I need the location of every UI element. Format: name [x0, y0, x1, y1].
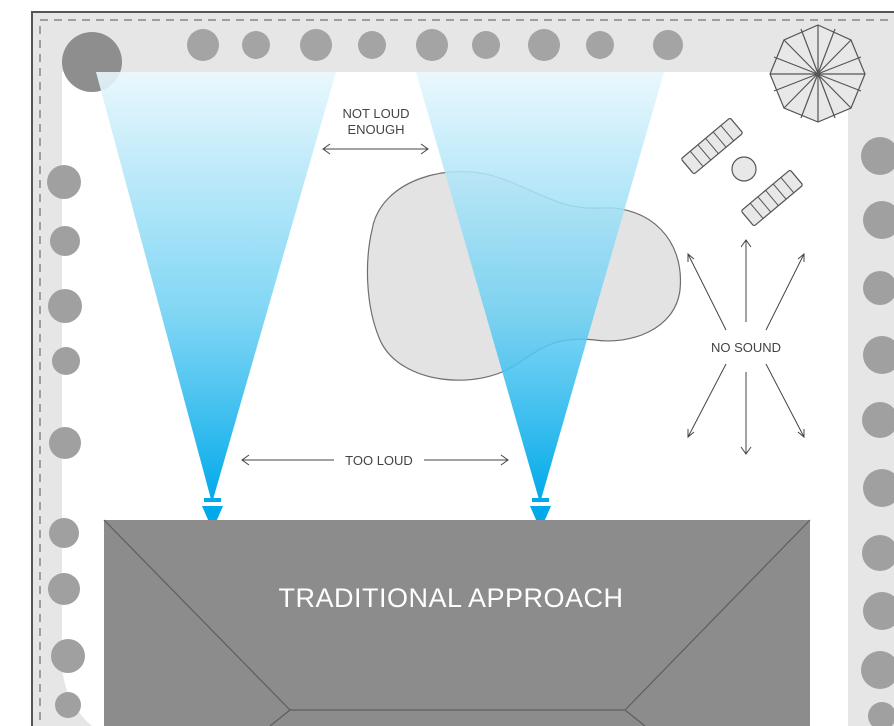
tree-icon: [52, 347, 80, 375]
speaker-left: [202, 498, 223, 522]
property-outer-line: [31, 11, 894, 726]
house-roof: [103, 519, 811, 726]
top-tree-row: [62, 29, 683, 92]
too-loud-arrow: [241, 454, 509, 466]
speaker-beam-left: [96, 72, 336, 503]
diagram-title: TRADITIONAL APPROACH: [278, 583, 623, 613]
tree-icon: [863, 201, 894, 239]
not-loud-arrow: [322, 143, 429, 155]
tree-icon: [51, 639, 85, 673]
tree-icon: [416, 29, 448, 61]
label-not-loud-line2: ENOUGH: [347, 122, 404, 137]
tree-icon: [48, 289, 82, 323]
tree-icon: [187, 29, 219, 61]
right-tree-column: [861, 137, 894, 726]
no-sound-arrows: [687, 239, 805, 455]
tree-icon: [242, 31, 270, 59]
tree-icon: [653, 30, 683, 60]
side-table-icon: [731, 156, 757, 182]
label-no-sound: NO SOUND: [711, 340, 781, 355]
speaker-right: [530, 498, 551, 522]
lounge-chair-icon: [681, 117, 743, 175]
tree-icon: [358, 31, 386, 59]
tree-icon: [863, 271, 894, 305]
tree-icon: [863, 469, 894, 507]
umbrella-icon: [769, 24, 866, 123]
tree-icon: [55, 692, 81, 718]
tree-icon: [49, 427, 81, 459]
tree-icon: [49, 518, 79, 548]
label-not-loud-line1: NOT LOUD: [343, 106, 410, 121]
tree-icon: [861, 137, 894, 175]
tree-icon: [528, 29, 560, 61]
tree-icon: [48, 573, 80, 605]
tree-icon: [47, 165, 81, 199]
tree-icon: [862, 535, 894, 571]
tree-icon: [300, 29, 332, 61]
tree-icon: [472, 31, 500, 59]
label-too-loud: TOO LOUD: [345, 453, 413, 468]
lounge-chair-icon: [741, 169, 803, 227]
tree-icon: [863, 336, 894, 374]
tree-icon: [863, 592, 894, 630]
tree-icon: [50, 226, 80, 256]
tree-icon: [868, 702, 894, 726]
tree-icon: [861, 651, 894, 689]
property-dashed-line: [39, 19, 894, 726]
tree-icon: [586, 31, 614, 59]
left-tree-column: [47, 165, 85, 718]
speaker-beam-right: [416, 72, 664, 503]
tree-icon: [862, 402, 894, 438]
